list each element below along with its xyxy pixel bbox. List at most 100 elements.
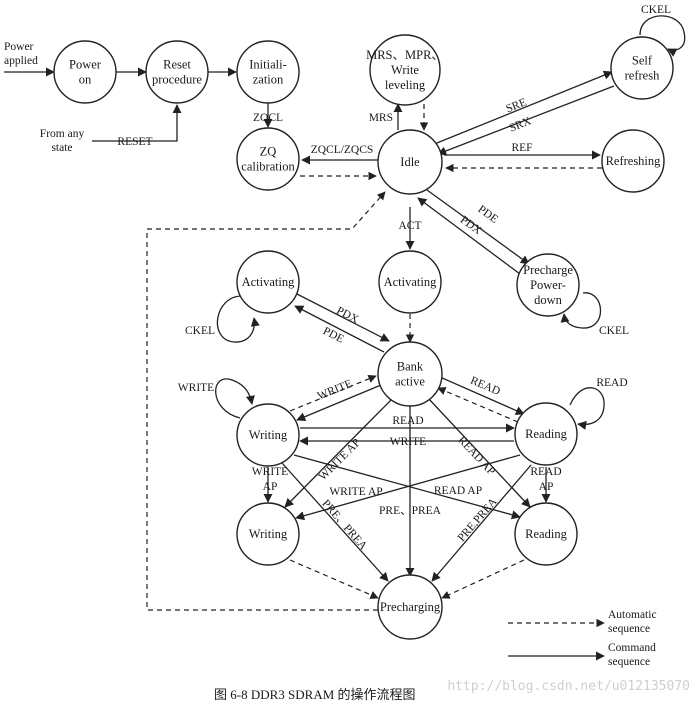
text-line: READ xyxy=(530,466,561,478)
edge-writing-bank xyxy=(289,374,377,412)
edge-bank-reading xyxy=(439,376,525,415)
label-pde-idle: PDE xyxy=(475,203,500,225)
state-label-reading-ap: Reading xyxy=(525,527,567,541)
label-reset: RESET xyxy=(117,136,152,148)
text-line: Self xyxy=(632,54,653,68)
label-pdx-idle: PDX xyxy=(458,214,484,238)
loop-reading xyxy=(569,387,605,430)
state-label-activating-powerdown: Activating xyxy=(242,275,296,289)
label-from-any-state: From any state xyxy=(40,128,85,154)
label-read-self: READ xyxy=(596,377,627,389)
loop-writing xyxy=(215,378,255,419)
state-label-refreshing: Refreshing xyxy=(606,154,662,168)
edge-prechargepd-idle xyxy=(417,197,521,275)
text-line: state xyxy=(51,142,72,154)
label-ckel-selfrefresh: CKEL xyxy=(641,4,671,16)
text-line: Writing xyxy=(249,527,288,541)
edge-readingap-precharging xyxy=(441,559,525,599)
label-pre-prea-writing: PRE、PREA xyxy=(319,498,369,553)
state-writing-ap: Writing xyxy=(236,502,300,566)
text-line: WRITE xyxy=(252,466,288,478)
edge-writing-precharging xyxy=(281,462,389,582)
text-line: Refreshing xyxy=(606,154,662,168)
label-ckel-prechargepd: CKEL xyxy=(599,325,629,337)
state-label-initialization: Initiali-zation xyxy=(249,58,287,87)
text-line: From any xyxy=(40,128,85,140)
text-line: Idle xyxy=(400,155,420,169)
label-sre: SRE xyxy=(504,96,528,115)
edge-idle-selfrefresh xyxy=(431,70,613,146)
state-idle: Idle xyxy=(377,129,443,195)
state-label-activating: Activating xyxy=(384,275,438,289)
label-mrs: MRS xyxy=(369,112,393,124)
edge-bank-readingap xyxy=(427,397,531,508)
text-line: Power xyxy=(4,41,34,53)
edge-reading-bank xyxy=(437,387,519,423)
label-ckel-activatingpd: CKEL xyxy=(185,325,215,337)
text-line: Initiali- xyxy=(249,58,287,72)
edge-bank-writingap xyxy=(284,397,394,508)
state-refreshing: Refreshing xyxy=(601,129,665,193)
label-read-ba: READ xyxy=(468,375,502,398)
label-act: ACT xyxy=(399,220,422,232)
label-pre-prea-reading: PRE,PREA xyxy=(456,495,501,544)
text-line: ZQ xyxy=(260,145,277,159)
edge-idle-prechargepd xyxy=(426,189,530,265)
state-label-precharging: Precharging xyxy=(380,600,441,614)
text-line: Precharging xyxy=(380,600,441,614)
label-write-ap-cross: WRITE AP xyxy=(329,486,382,498)
edge-bank-writing xyxy=(296,384,382,422)
state-precharging: Precharging xyxy=(377,574,443,640)
edges xyxy=(4,15,686,661)
text-line: Precharge xyxy=(523,263,573,277)
edge-reading-precharging xyxy=(431,464,532,582)
text-line: Power- xyxy=(530,278,566,292)
loop-actpd xyxy=(216,295,260,343)
text-line: active xyxy=(395,375,425,389)
text-line: Command xyxy=(608,642,656,654)
label-read-cross: READ xyxy=(392,415,423,427)
state-reading-ap: Reading xyxy=(514,502,578,566)
text-line: Write xyxy=(391,63,419,77)
state-initialization: Initiali-zation xyxy=(236,40,300,104)
state-activating-powerdown: Activating xyxy=(236,250,300,314)
state-label-writing-ap: Writing xyxy=(249,527,288,541)
text-line: Bank xyxy=(397,360,424,374)
text-line: Reading xyxy=(525,427,567,441)
text-line: Reset xyxy=(163,58,191,72)
label-read-ap-cross: READ AP xyxy=(434,485,482,497)
label-write-self: WRITE xyxy=(178,382,214,394)
edge-selfrefresh-idle xyxy=(437,85,615,156)
edge-writing-readingap xyxy=(293,454,521,520)
state-reading: Reading xyxy=(514,402,578,466)
state-label-reading: Reading xyxy=(525,427,567,441)
watermark: http://blog.csdn.net/u012135070 xyxy=(447,679,690,694)
text-line: calibration xyxy=(241,160,295,174)
edge-from-any-reset xyxy=(92,104,182,142)
text-line: Activating xyxy=(242,275,296,289)
state-label-idle: Idle xyxy=(400,155,420,169)
text-line: procedure xyxy=(152,73,202,87)
label-zqcl: ZQCL xyxy=(253,112,283,124)
